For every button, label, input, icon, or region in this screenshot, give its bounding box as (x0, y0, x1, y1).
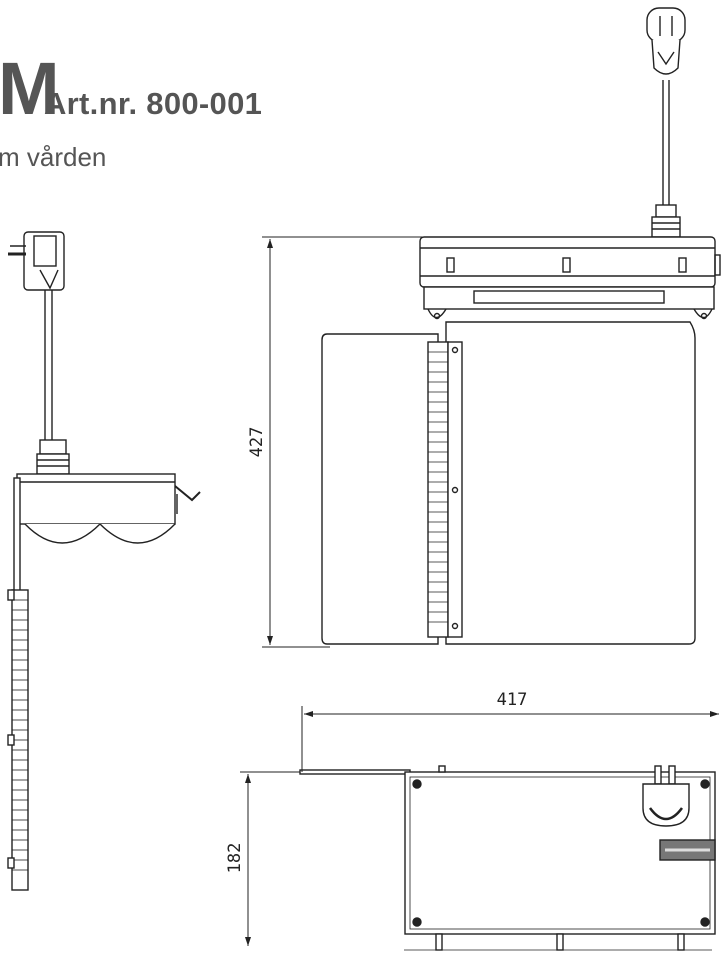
top-view-panel (299, 769, 411, 775)
front-plug-icon (646, 7, 686, 75)
depth-dimension-label: 182 (225, 843, 245, 874)
side-plug-icon (8, 231, 65, 291)
product-subtitle: m vården (0, 142, 107, 172)
product-title: M (0, 47, 60, 130)
front-right-panel (445, 321, 696, 645)
front-left-panel (321, 333, 439, 645)
depth-dimension (240, 771, 300, 946)
width-dimension-label: 417 (497, 690, 528, 710)
side-cable-gland (36, 439, 70, 475)
top-view-plug-icon (642, 765, 690, 827)
top-view (299, 765, 716, 951)
front-cable-gland (651, 204, 681, 238)
width-dimension (301, 706, 719, 772)
hinge-strip (427, 341, 449, 638)
height-dimension (262, 236, 424, 648)
article-number: Art.nr. 800-001 (44, 86, 263, 121)
front-view (321, 7, 721, 645)
front-housing (419, 236, 716, 288)
side-view (7, 231, 201, 891)
height-dimension-label: 427 (247, 427, 267, 458)
